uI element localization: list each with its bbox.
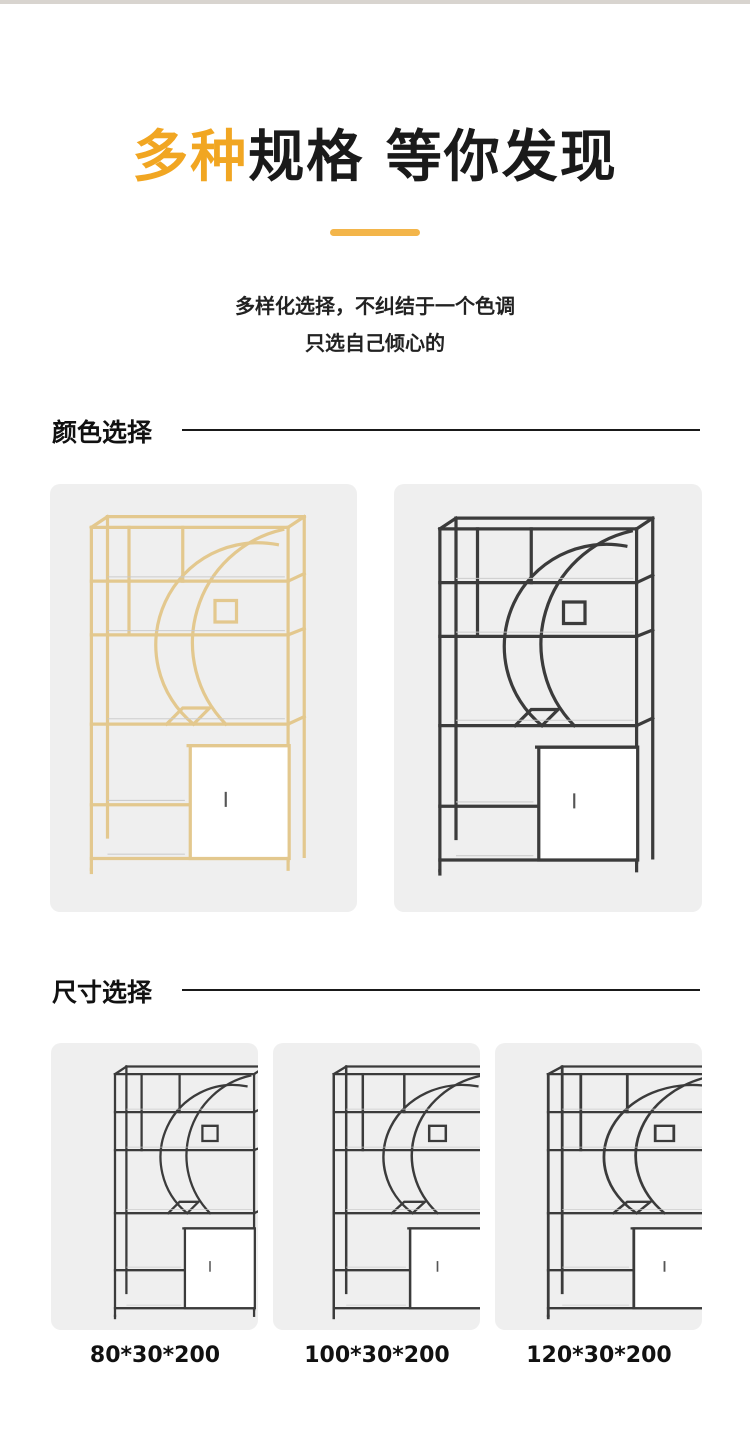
size-option-100[interactable] (273, 1043, 480, 1330)
shelf-image-100 (332, 1064, 480, 1320)
size-label-80: 80*30*200 (89, 1343, 221, 1368)
shelf-image-black (437, 515, 655, 876)
shelf-image-120 (546, 1064, 702, 1320)
size-section-title: 尺寸选择 (52, 978, 153, 1007)
title-rest: 规格 等你发现 (248, 125, 618, 190)
size-label-120: 120*30*200 (526, 1343, 672, 1368)
top-strip (0, 0, 750, 4)
size-option-120[interactable] (495, 1043, 702, 1330)
title-underline (330, 229, 420, 236)
size-section-divider (182, 989, 700, 991)
shelf-image-gold (89, 514, 307, 875)
subtitle-line-1: 多样化选择，不纠结于一个色调 (235, 294, 515, 318)
color-section-divider (182, 429, 700, 431)
shelf-image-80 (113, 1064, 258, 1320)
color-option-black[interactable] (394, 484, 702, 912)
page-title: 多种规格 等你发现 (0, 118, 750, 198)
title-accent: 多种 (132, 125, 249, 190)
size-option-80[interactable] (51, 1043, 258, 1330)
color-section-title: 颜色选择 (52, 418, 153, 447)
size-label-100: 100*30*200 (304, 1343, 450, 1368)
subtitle-line-2: 只选自己倾心的 (305, 331, 445, 355)
color-option-gold[interactable] (50, 484, 357, 912)
